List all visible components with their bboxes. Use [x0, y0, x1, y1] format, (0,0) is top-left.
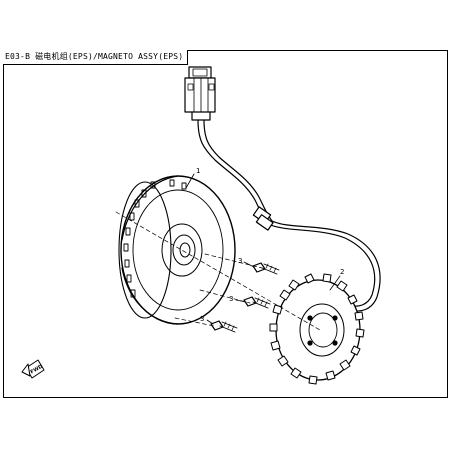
- callout-bolt-middle: 3: [229, 295, 233, 303]
- callout-flywheel: 1: [196, 167, 200, 175]
- flywheel-rotor: [118, 175, 236, 325]
- connector-plug: [184, 66, 216, 121]
- leader-lines: [185, 173, 341, 325]
- callout-stator: 2: [340, 268, 344, 276]
- callout-bolt-upper: 3: [238, 257, 242, 265]
- bolt-lower: [210, 320, 238, 333]
- fwd-label: FWD: [30, 364, 44, 376]
- diagram-title: E03-B 磁电机组(EPS)/MAGNETO ASSY(EPS): [3, 50, 189, 65]
- fwd-arrow-icon: [21, 359, 45, 379]
- diagram-frame: [3, 50, 448, 398]
- bolt-middle: [243, 296, 271, 309]
- bolt-upper: [252, 262, 280, 275]
- wire-harness: [197, 119, 381, 312]
- callout-bolt-lower: 3: [200, 315, 204, 323]
- stator: [269, 273, 365, 385]
